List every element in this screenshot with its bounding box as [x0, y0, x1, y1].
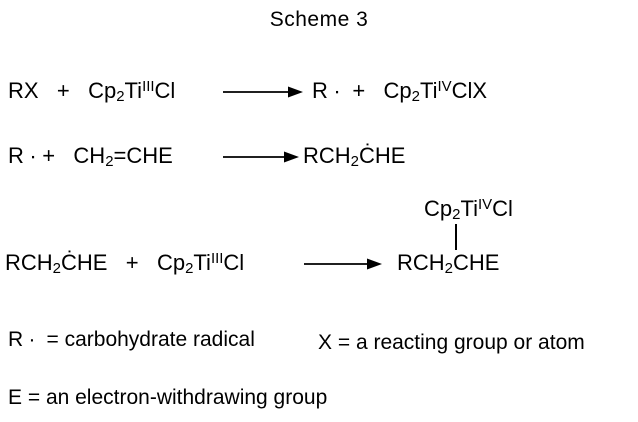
scheme-title: Scheme 3: [269, 8, 369, 31]
reaction-3-reactants: RCH2ĊHE + Cp2TiIIICl: [5, 249, 245, 278]
reaction-2-product: RCH2ĊHE: [303, 143, 406, 171]
reaction-2-reactants: R ∙ + CH2=CHE: [8, 143, 173, 171]
reaction-3-arrow: [304, 258, 382, 270]
reaction-1-arrow: [223, 86, 303, 98]
reaction-1-products: R ∙ + Cp2TiIVClX: [312, 77, 488, 106]
reaction-1-reactants: RX + Cp2TiIIICl: [8, 77, 176, 106]
legend-x-definition: X = a reacting group or atom: [318, 331, 585, 354]
legend-e-definition: E = an electron-withdrawing group: [8, 386, 328, 409]
reaction-2-arrow: [223, 151, 299, 163]
titanocene-substituent: Cp2TiIVCl: [424, 195, 513, 224]
reaction-3-product: RCH2CHE: [397, 250, 500, 278]
carbon-titanium-bond: [455, 224, 457, 250]
legend-radical-definition: R ∙ = carbohydrate radical: [8, 328, 255, 351]
